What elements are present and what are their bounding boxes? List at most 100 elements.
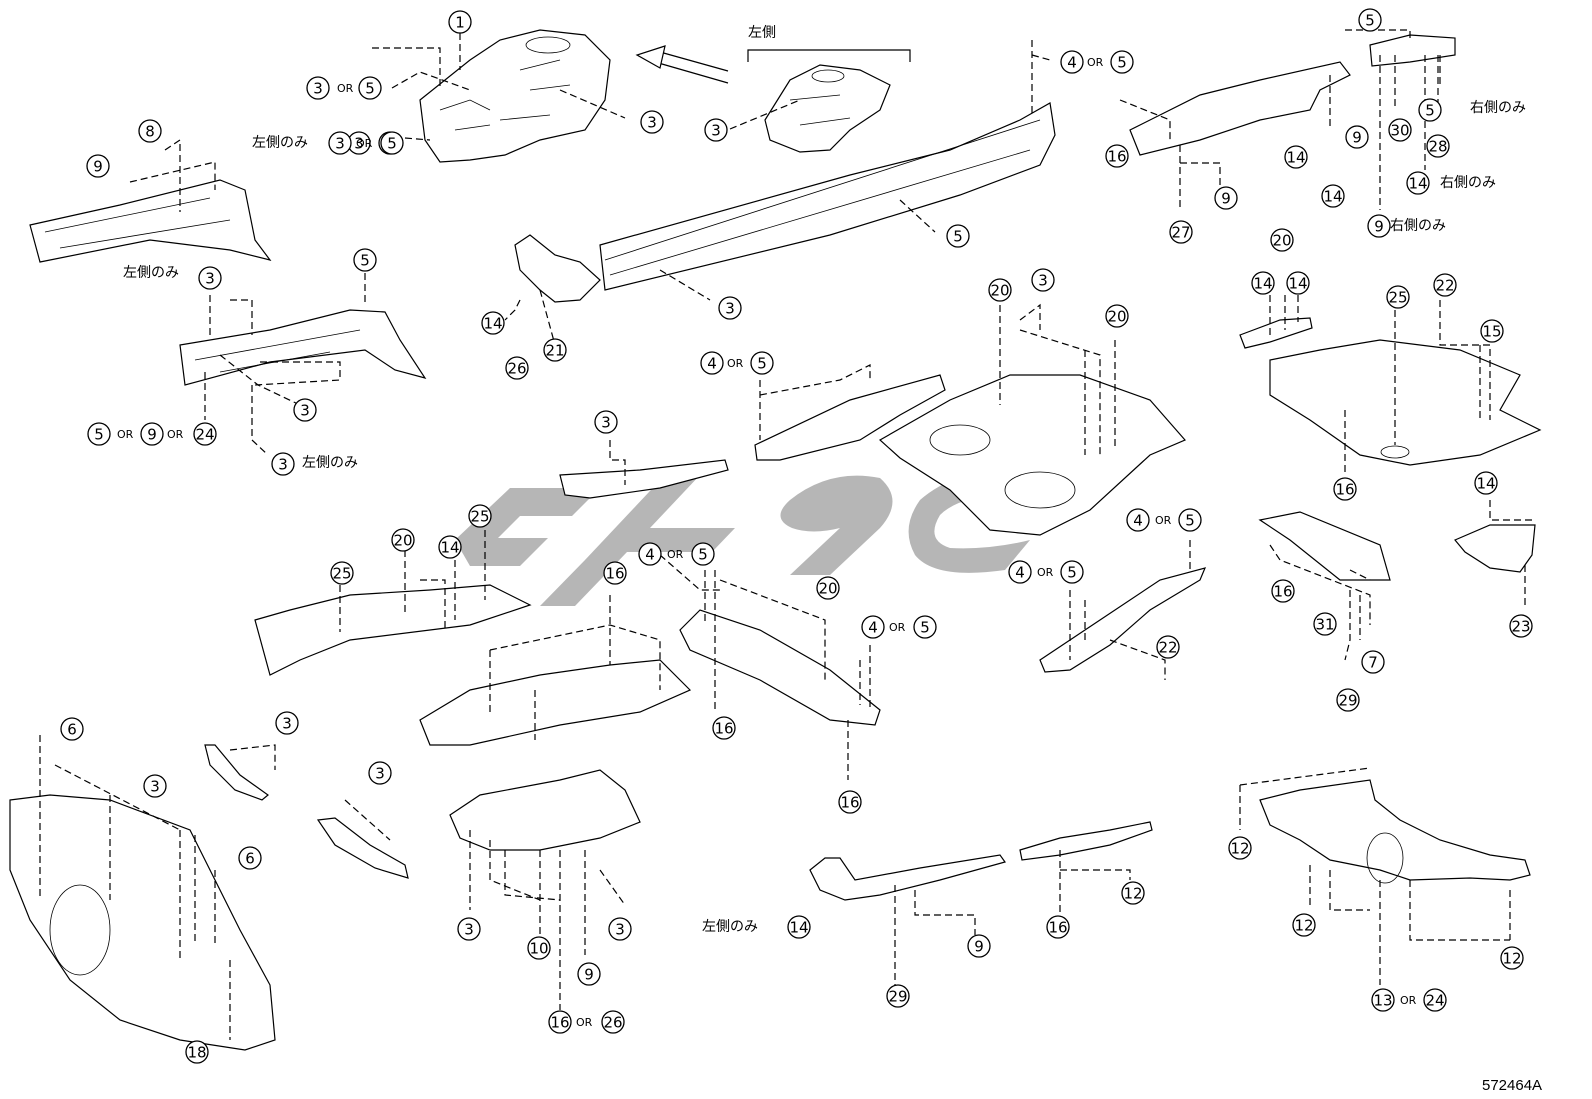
callout-31: 31 (1313, 612, 1337, 636)
svg-text:5: 5 (387, 135, 397, 153)
callout-4: 4 (1126, 508, 1150, 532)
callout-3: 3 (275, 711, 299, 735)
svg-text:14: 14 (1408, 175, 1427, 193)
svg-text:24: 24 (195, 426, 214, 444)
callout-3: 3 (594, 410, 618, 434)
callout-20: 20 (1105, 304, 1129, 328)
callout-14: 14 (1406, 171, 1430, 195)
callout-7: 7 (1361, 650, 1385, 674)
svg-text:20: 20 (393, 532, 412, 550)
part-rear-floor-member-group (449, 769, 641, 851)
callout-5: 5 (87, 422, 111, 446)
callout-5: 5 (1178, 508, 1202, 532)
callout-5: 5 (1358, 8, 1382, 32)
left-only-note-2: 左側のみ (123, 265, 179, 281)
svg-text:5: 5 (1067, 564, 1077, 582)
svg-text:26: 26 (507, 360, 526, 378)
svg-text:14: 14 (1323, 188, 1342, 206)
callout-5: 5 (946, 224, 970, 248)
callout-12: 12 (1121, 881, 1145, 905)
svg-text:22: 22 (1158, 639, 1177, 657)
svg-text:12: 12 (1294, 917, 1313, 935)
svg-text:3: 3 (205, 270, 215, 288)
svg-text:14: 14 (440, 539, 459, 557)
or-label: OR (117, 428, 134, 441)
or-label: OR (1155, 514, 1172, 527)
svg-text:16: 16 (1107, 148, 1126, 166)
callout-12: 12 (1292, 913, 1316, 937)
svg-text:20: 20 (1107, 308, 1126, 326)
svg-text:24: 24 (1425, 992, 1444, 1010)
svg-text:14: 14 (1288, 275, 1307, 293)
svg-text:6: 6 (67, 721, 77, 739)
svg-text:9: 9 (1221, 190, 1231, 208)
svg-text:20: 20 (990, 282, 1009, 300)
callout-12: 12 (1228, 836, 1252, 860)
callout-20: 20 (391, 528, 415, 552)
callout-16: 16 (1105, 144, 1129, 168)
callout-22: 22 (1156, 635, 1180, 659)
left-only-note-4: 左側のみ (702, 919, 758, 935)
svg-text:3: 3 (601, 414, 611, 432)
svg-text:29: 29 (1338, 692, 1357, 710)
callout-30: 30 (1388, 118, 1412, 142)
svg-text:12: 12 (1123, 885, 1142, 903)
or-label: OR (667, 548, 684, 561)
callout-5: 5 (353, 248, 377, 272)
callout-3: 3 (1031, 268, 1055, 292)
svg-text:16: 16 (550, 1014, 569, 1032)
callout-14: 14 (1474, 471, 1498, 495)
callout-9: 9 (86, 154, 110, 178)
right-only-note-1: 右側のみ (1470, 100, 1526, 116)
svg-text:5: 5 (1425, 102, 1435, 120)
svg-text:3: 3 (278, 456, 288, 474)
svg-text:6: 6 (245, 850, 255, 868)
or-label: OR (889, 621, 906, 634)
svg-text:9: 9 (1374, 218, 1384, 236)
svg-text:21: 21 (545, 342, 564, 360)
callout-6: 6 (60, 717, 84, 741)
callout-5: 5 (1110, 50, 1134, 74)
callout-3: 3 (306, 76, 330, 100)
callout-3: 3 (293, 398, 317, 422)
callout-15: 15 (1480, 319, 1504, 343)
svg-text:22: 22 (1435, 277, 1454, 295)
callout-25: 25 (330, 561, 354, 585)
svg-text:3: 3 (150, 778, 160, 796)
callout-5: 5 (1060, 560, 1084, 584)
callout-3: 3 (198, 266, 222, 290)
svg-text:7: 7 (1368, 654, 1378, 672)
left-only-note-3: 左側のみ (302, 455, 358, 471)
callout-22: 22 (1433, 273, 1457, 297)
part-small-bracket-a (204, 744, 269, 801)
callout-5: 5 (380, 131, 404, 155)
callout-16: 16 (838, 790, 862, 814)
callout-13: 13 (1371, 988, 1395, 1012)
left-side-label: 左側 (748, 25, 776, 41)
callout-14: 14 (1251, 271, 1275, 295)
or-label: OR (1400, 994, 1417, 1007)
callout-14: 14 (1284, 145, 1308, 169)
callout-28: 28 (1426, 134, 1450, 158)
callout-16: 16 (603, 561, 627, 585)
svg-text:3: 3 (1038, 272, 1048, 290)
part-rear-suspension-member (1259, 779, 1531, 884)
svg-text:16: 16 (1273, 583, 1292, 601)
view-arrow (635, 45, 729, 84)
svg-text:4: 4 (1067, 54, 1077, 72)
svg-text:3: 3 (725, 300, 735, 318)
figure-code: 572464A (1482, 1077, 1542, 1094)
callout-8: 8 (138, 119, 162, 143)
svg-text:5: 5 (94, 426, 104, 444)
or-label: OR (167, 428, 184, 441)
part-front-side-member (29, 179, 272, 263)
part-rocker-lower-left (809, 854, 1006, 901)
callout-14: 14 (438, 535, 462, 559)
svg-text:16: 16 (1335, 481, 1354, 499)
part-floor-pan-rear (1269, 339, 1542, 466)
callout-3: 3 (718, 296, 742, 320)
part-cross-rail-small (559, 459, 729, 499)
right-only-note-2: 右側のみ (1440, 175, 1496, 191)
svg-text:3: 3 (354, 135, 364, 153)
svg-text:31: 31 (1315, 616, 1334, 634)
